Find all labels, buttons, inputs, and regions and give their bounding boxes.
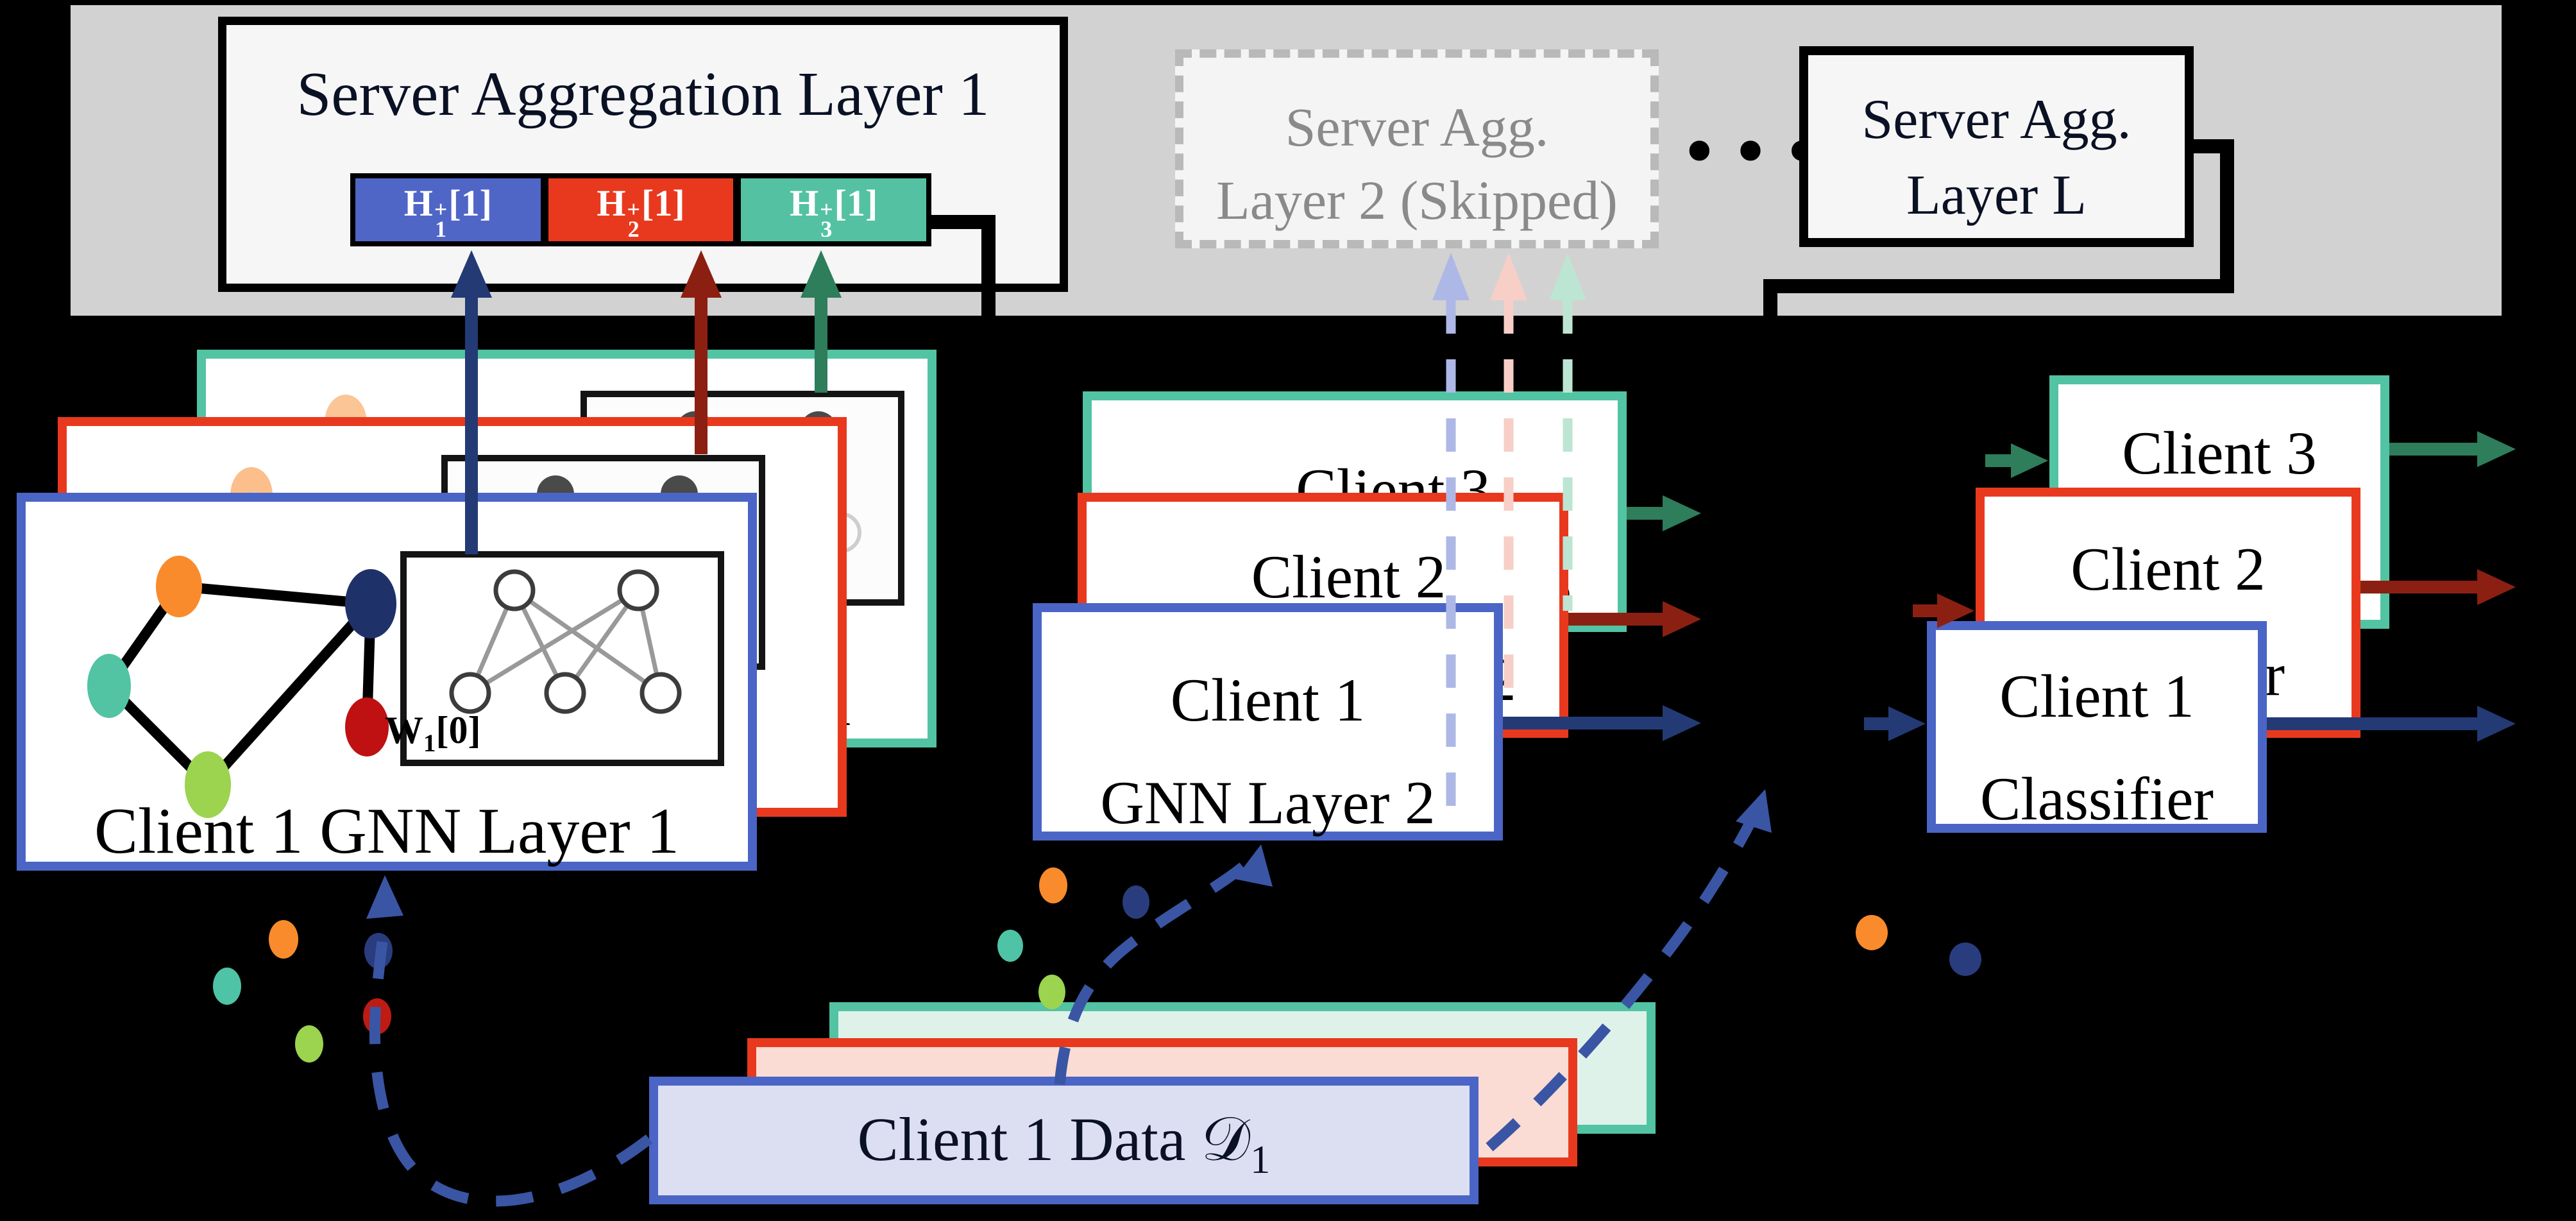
client2-gnn-layer2-line1: Client 2 xyxy=(1251,543,1446,611)
client2-classifier-out-arrowhead xyxy=(2477,569,2516,605)
nn-node xyxy=(617,569,659,611)
server-agg-layer1-box: Server Aggregation Layer 1 xyxy=(218,17,1068,292)
nn-node xyxy=(449,672,491,714)
node-dot xyxy=(269,920,298,959)
client1-gnn-layer1-label: Client 1 GNN Layer 1 xyxy=(94,795,680,867)
weight-label: W1[0] xyxy=(385,709,481,757)
client1-classifier-in-arrowhead xyxy=(1888,706,1926,741)
server-agg-layer2-skipped-box: Server Agg. Layer 2 (Skipped) xyxy=(1175,49,1659,248)
data-to-gnn1-curve xyxy=(369,901,653,1207)
client1-gnn-layer1-box: W1[0] Client 1 GNN Layer 1 xyxy=(17,493,757,871)
nn-link xyxy=(513,588,663,695)
nn-nodes xyxy=(449,569,682,714)
server-agg-layer2-line2: Layer 2 (Skipped) xyxy=(1216,169,1618,231)
node-dot xyxy=(295,1025,323,1063)
node-dot xyxy=(997,930,1023,962)
graph-edges xyxy=(105,581,376,789)
client1-data-box: Client 1 Data 𝒟1 xyxy=(649,1077,1479,1204)
node-dot xyxy=(1039,867,1067,903)
h-embedding-2: H+2[1] xyxy=(548,178,734,241)
client1-gnn-layer2-box: Client 1 GNN Layer 2 xyxy=(1033,603,1503,841)
data-to-gnn1-curve-arrowhead xyxy=(366,875,403,919)
client1-gnn-layer2-line2: GNN Layer 2 xyxy=(1100,769,1436,837)
node-dot xyxy=(1856,914,1888,950)
client1-weight-box xyxy=(400,551,724,766)
graph-node xyxy=(87,654,131,718)
graph-node xyxy=(156,556,202,617)
nn-node xyxy=(544,672,586,714)
aggregated-embeddings-row: H+1[1] H+2[1] H+3[1] xyxy=(350,173,931,246)
client1-classifier-line1: Client 1 xyxy=(1999,662,2194,730)
graph-node xyxy=(345,569,396,638)
client1-classifier-line2: Classifier xyxy=(1979,765,2214,833)
client1-gnn-layer2-line1: Client 1 xyxy=(1170,666,1366,734)
client3-classifier-line1: Client 3 xyxy=(2122,419,2317,487)
client3-gnn2-out-arrowhead xyxy=(1663,495,1701,531)
h-embedding-3: H+3[1] xyxy=(741,178,927,241)
node-dot xyxy=(364,933,393,969)
nn-link xyxy=(469,588,640,695)
client1-classifier-out-arrowhead xyxy=(2477,706,2516,742)
nn-node xyxy=(640,672,682,714)
nn-link xyxy=(563,588,640,695)
client1-gnn2-out-arrowhead xyxy=(1663,705,1701,741)
client3-classifier-in-arrowhead xyxy=(2011,443,2048,478)
node-dot xyxy=(363,998,391,1034)
node-dot xyxy=(213,968,241,1005)
graph-node xyxy=(185,751,231,818)
graph-edge xyxy=(178,581,371,609)
graph-edge xyxy=(204,600,375,789)
server-agg-layer2-line1: Server Agg. xyxy=(1285,96,1549,158)
client1-data-label: Client 1 Data 𝒟1 xyxy=(857,1105,1271,1183)
client2-classifier-line1: Client 2 xyxy=(2071,535,2266,603)
graph-node xyxy=(345,697,389,756)
node-dot xyxy=(1949,943,1981,976)
client1-classifier-box: Client 1 Classifier xyxy=(1927,621,2267,833)
client1-graph-and-weight xyxy=(87,551,724,818)
data-to-gnn2-curve-arrowhead xyxy=(1235,844,1273,887)
nn-node xyxy=(493,569,536,611)
h-embedding-1: H+1[1] xyxy=(355,178,541,241)
server-agg-layerL-box: Server Agg. Layer L xyxy=(1799,46,2194,247)
graph-nodes xyxy=(87,556,396,818)
client3-classifier-out-arrowhead xyxy=(2477,431,2516,467)
server-agg-layerL-line1: Server Agg. xyxy=(1861,89,2131,151)
server-agg-layer1-title: Server Aggregation Layer 1 xyxy=(296,60,990,128)
data-to-serverL-curve-arrowhead xyxy=(1736,789,1772,833)
node-dot xyxy=(1123,885,1149,919)
server-agg-layerL-line2: Layer L xyxy=(1906,164,2087,226)
